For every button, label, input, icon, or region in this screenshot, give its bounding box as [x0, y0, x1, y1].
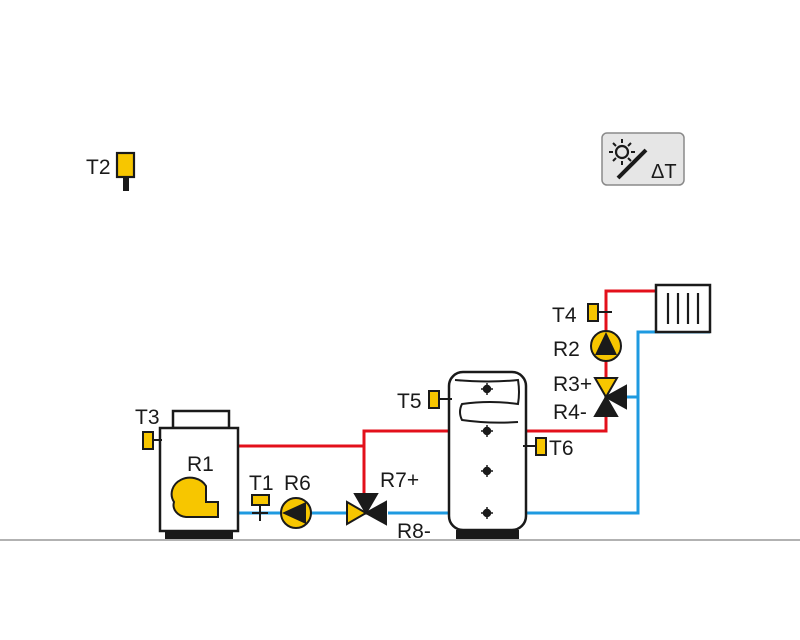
burner-icon	[170, 476, 219, 518]
t6-label: T6	[549, 437, 574, 460]
tank-base	[456, 530, 519, 539]
boiler: R1	[158, 409, 240, 539]
sensor-t4: T4	[552, 303, 612, 327]
sensor-t6: T6	[523, 437, 574, 460]
t2-label: T2	[86, 156, 111, 179]
r7-label: R7+	[380, 469, 419, 492]
sensor-t1: T1	[249, 472, 274, 521]
r8-label: R8-	[397, 520, 431, 543]
sensor-t5: T5	[397, 390, 452, 413]
solar-delta-t-button[interactable]: ΔT	[601, 132, 685, 186]
three-way-valve-r3-r4	[593, 377, 627, 417]
r3-label: R3+	[553, 373, 592, 396]
sensor-t3: T3	[135, 406, 162, 450]
t5-label: T5	[397, 390, 422, 413]
radiator-icon	[654, 283, 712, 334]
pump-r6	[280, 497, 312, 529]
r4-label: R4-	[553, 401, 587, 424]
tank-body	[447, 370, 528, 532]
heat-exchanger-coil-icon	[454, 378, 520, 424]
sensor-t2: T2	[86, 151, 136, 191]
t3-label: T3	[135, 406, 160, 429]
three-way-valve-r7	[346, 493, 387, 526]
boiler-top-cap	[171, 409, 231, 430]
t4-label: T4	[552, 304, 577, 327]
delta-t-label: ΔT	[651, 161, 677, 183]
storage-tank	[447, 370, 528, 539]
tank-flow-pipe	[362, 429, 449, 446]
mixer-flow-pipe	[526, 411, 608, 433]
t1-label: T1	[249, 472, 274, 495]
pump-r2	[590, 330, 622, 362]
r1-label: R1	[187, 453, 214, 476]
tank-ports	[481, 383, 493, 519]
boiler-base	[165, 531, 233, 539]
r2-label: R2	[553, 338, 580, 361]
sun-slash-icon	[609, 139, 648, 180]
r6-label: R6	[284, 472, 311, 495]
